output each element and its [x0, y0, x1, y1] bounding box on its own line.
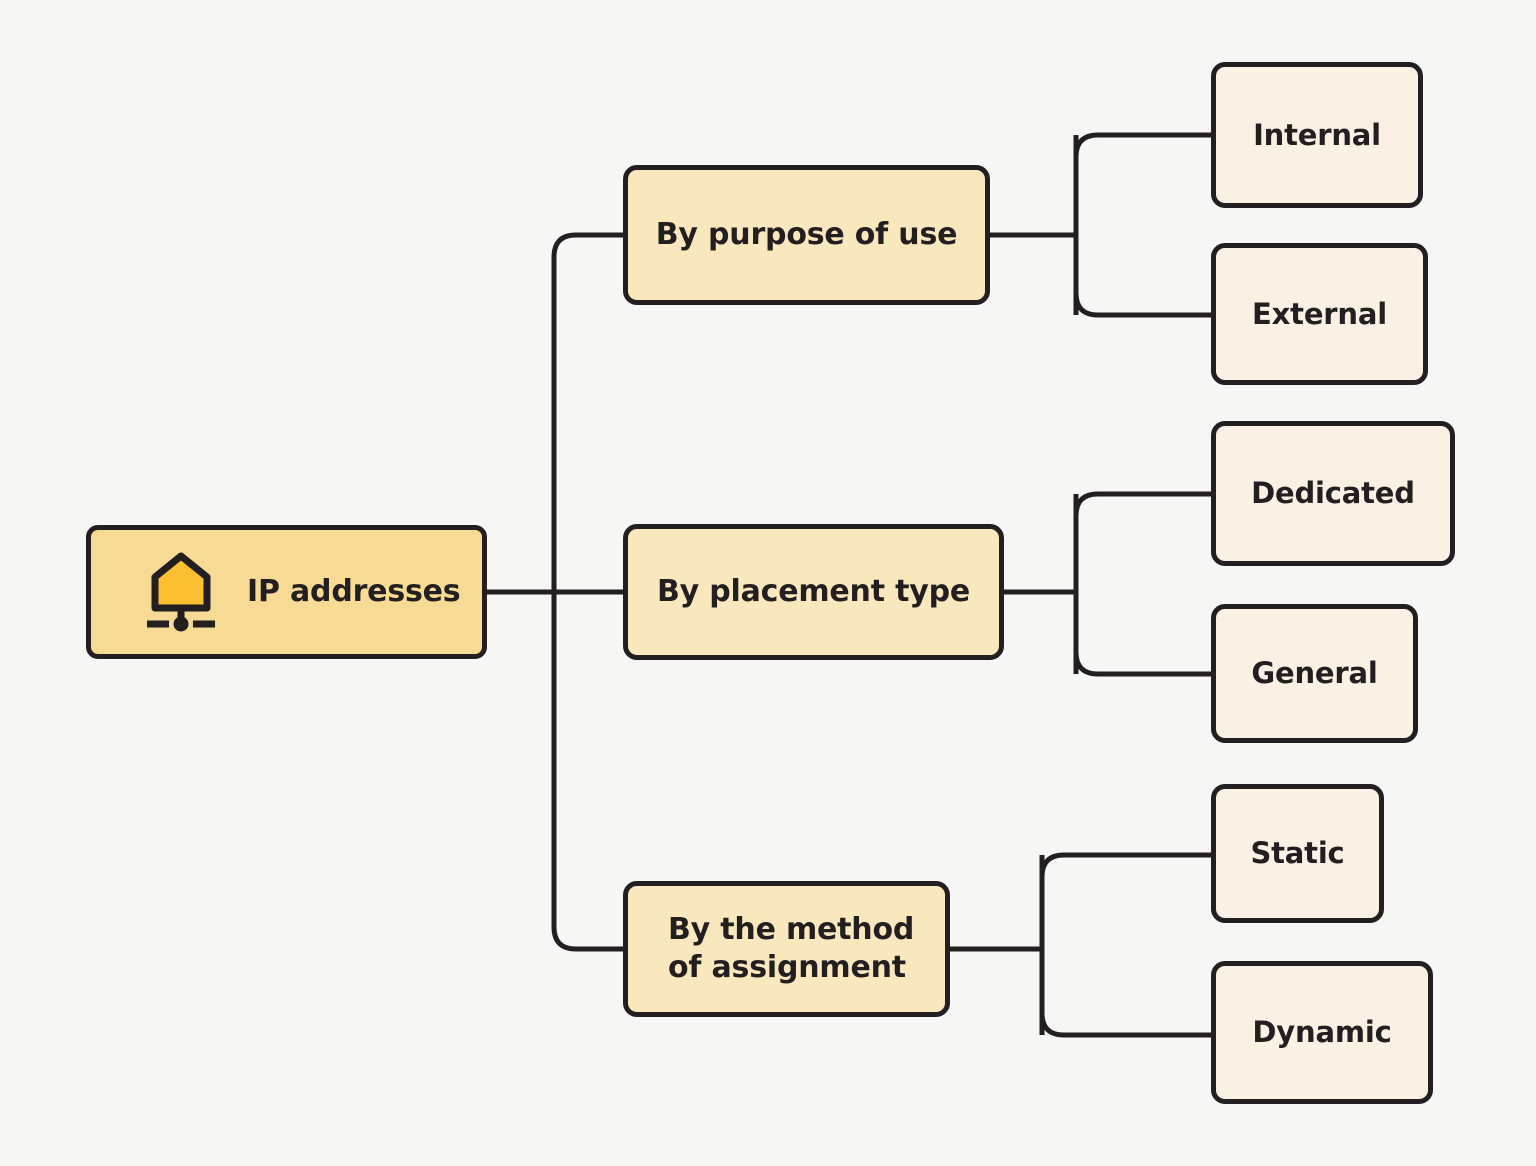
- edge-purpose-to-external: [1073, 292, 1211, 318]
- edge-placement-to-dedicated: [1073, 491, 1211, 517]
- leaf-node-dedicated[interactable]: Dedicated: [1211, 421, 1455, 566]
- edge-placement-to-general: [1073, 651, 1211, 677]
- branch-node-purpose[interactable]: By purpose of use: [623, 165, 990, 305]
- edge-assignment-to-dynamic: [1039, 1012, 1211, 1038]
- leaf-node-external-label: External: [1252, 296, 1387, 331]
- leaf-node-internal[interactable]: Internal: [1211, 62, 1423, 208]
- edge-trunk-to-assignment: [551, 926, 623, 952]
- network-host-icon: [135, 546, 227, 638]
- leaf-node-static-label: Static: [1250, 836, 1345, 871]
- branch-node-assignment[interactable]: By the method of assignment: [623, 881, 950, 1017]
- edge-assignment-to-static: [1039, 852, 1211, 878]
- leaf-node-general[interactable]: General: [1211, 604, 1418, 743]
- root-node-ip-addresses[interactable]: IP addresses: [86, 525, 487, 659]
- branch-node-placement-label: By placement type: [656, 574, 971, 610]
- leaf-node-dynamic[interactable]: Dynamic: [1211, 961, 1433, 1104]
- root-node-label: IP addresses: [247, 574, 461, 610]
- branch-node-purpose-label: By purpose of use: [655, 217, 958, 253]
- leaf-node-internal-label: Internal: [1253, 117, 1381, 152]
- edge-purpose-to-internal: [1073, 132, 1211, 158]
- leaf-node-dedicated-label: Dedicated: [1251, 476, 1415, 511]
- leaf-node-static[interactable]: Static: [1211, 784, 1384, 923]
- leaf-node-dynamic-label: Dynamic: [1252, 1015, 1392, 1050]
- leaf-node-general-label: General: [1251, 656, 1378, 691]
- edge-trunk-to-purpose: [551, 232, 623, 258]
- branch-node-placement[interactable]: By placement type: [623, 524, 1004, 660]
- branch-node-assignment-label: By the method of assignment: [668, 912, 915, 985]
- leaf-node-external[interactable]: External: [1211, 243, 1428, 385]
